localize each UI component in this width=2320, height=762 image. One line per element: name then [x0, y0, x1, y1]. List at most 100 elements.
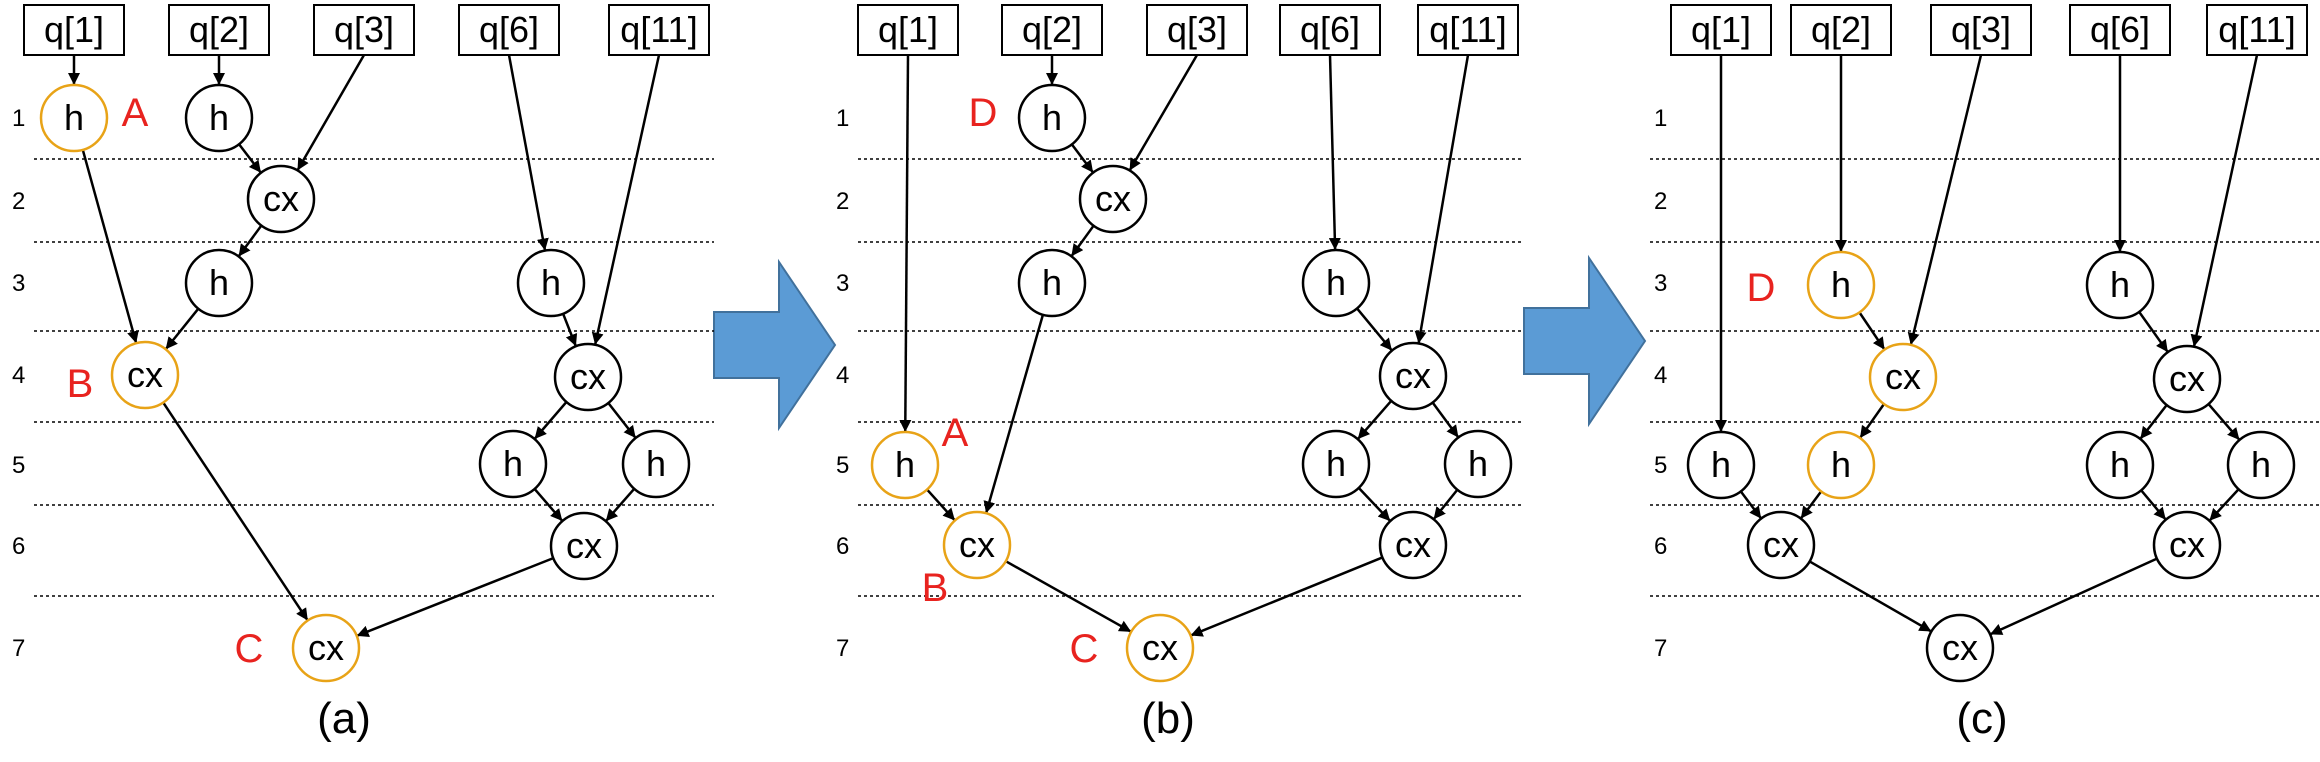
- row-number: 2: [12, 188, 25, 215]
- gate-circle: [1746, 510, 1816, 580]
- gate-node-cx: cx: [1868, 342, 1938, 412]
- marker-label-A: A: [122, 91, 149, 135]
- gate-node-cx: cx: [1378, 510, 1448, 580]
- gate-circle-highlighted: [870, 430, 940, 500]
- row-number: 3: [1654, 270, 1667, 297]
- qubit-label: q[2]: [1811, 9, 1871, 50]
- gate-circle: [2152, 344, 2222, 414]
- qubit-label: q[2]: [1022, 9, 1082, 50]
- qubit-box-frame: [1146, 4, 1248, 56]
- edge-n8-n9: [1357, 400, 1393, 440]
- edge-n1-n5: [81, 149, 139, 344]
- marker-label-B: B: [922, 566, 949, 610]
- gate-node-h: h: [1017, 248, 1087, 318]
- gate-node-cx: cx: [1078, 164, 1148, 234]
- gate-circle: [1925, 613, 1995, 683]
- qubit-label: q[11]: [2218, 9, 2295, 50]
- qubit-box-frame: [168, 4, 270, 56]
- row-number: 2: [836, 188, 849, 215]
- gate-node-h: h: [1017, 83, 1087, 153]
- gate-node-h: h: [1301, 248, 1371, 318]
- qubit-box-frame: [1930, 4, 2032, 56]
- gate-label: h: [503, 443, 523, 484]
- gate-label: h: [646, 443, 666, 484]
- gate-circle-highlighted: [942, 510, 1012, 580]
- gate-circle: [1378, 341, 1448, 411]
- qubit-box-frame: [1670, 4, 1772, 56]
- qubit-label: q[11]: [620, 9, 697, 50]
- panel-caption: (c): [1956, 694, 2007, 743]
- gate-node-h: h: [184, 248, 254, 318]
- gate-label: h: [1831, 264, 1851, 305]
- qubit-box-frame: [1790, 4, 1892, 56]
- edge-n3-n4: [238, 224, 263, 257]
- gate-label: h: [2110, 264, 2130, 305]
- edge-n5-n6: [162, 401, 309, 621]
- marker-label-D: D: [1747, 266, 1776, 310]
- qubit-label: q[6]: [1300, 9, 1360, 50]
- row-number: 7: [12, 635, 25, 662]
- gate-circle: [553, 342, 623, 412]
- gate-label: h: [1042, 97, 1062, 138]
- gate-node-h: h: [870, 430, 940, 500]
- gate-label: h: [64, 97, 84, 138]
- qubit-box-frame: [1417, 4, 1519, 56]
- gate-label: cx: [1395, 524, 1431, 565]
- row-number: 3: [12, 270, 25, 297]
- edge-n8-n9: [2139, 404, 2168, 439]
- gate-label: cx: [1395, 355, 1431, 396]
- qubit-box-q11: q[11]: [2206, 4, 2308, 56]
- gate-circle-highlighted: [1806, 430, 1876, 500]
- gate-label: cx: [1142, 627, 1178, 668]
- gate-circle: [1686, 430, 1756, 500]
- edge-n10-n11: [1433, 488, 1459, 520]
- edge-q11-n8: [1414, 54, 1470, 344]
- gate-node-h: h: [2085, 250, 2155, 320]
- edge-n3-n5: [1739, 490, 1762, 519]
- gate-circle-highlighted: [1868, 342, 1938, 412]
- row-number: 6: [1654, 533, 1667, 560]
- gate-label: h: [209, 97, 229, 138]
- gate-circle: [2085, 430, 2155, 500]
- qubit-label: q[3]: [1167, 9, 1227, 50]
- gate-circle: [2085, 250, 2155, 320]
- row-number: 4: [12, 362, 25, 389]
- row-number: 5: [836, 452, 849, 479]
- row-number: 5: [1654, 452, 1667, 479]
- gate-node-h: h: [2226, 430, 2296, 500]
- row-number: 5: [12, 452, 25, 479]
- edge-n9-n11: [2140, 489, 2167, 520]
- gate-circle-highlighted: [1806, 250, 1876, 320]
- qubit-box-q1: q[1]: [857, 4, 959, 56]
- gate-label: cx: [1885, 356, 1921, 397]
- gate-label: cx: [2169, 524, 2205, 565]
- gate-node-cx: cx: [2152, 510, 2222, 580]
- marker-label-C: C: [1070, 627, 1099, 671]
- gate-circle: [1301, 248, 1371, 318]
- gate-label: h: [1326, 443, 1346, 484]
- qubit-box-frame: [2206, 4, 2308, 56]
- row-number: 1: [836, 105, 849, 132]
- edge-n1-n2: [1858, 311, 1886, 350]
- row-number: 7: [1654, 635, 1667, 662]
- edge-q6-n7: [1328, 54, 1341, 251]
- gate-circle: [1378, 510, 1448, 580]
- gate-label: h: [2251, 444, 2271, 485]
- gate-node-h: h: [39, 83, 109, 153]
- gate-label: h: [541, 262, 561, 303]
- transition-arrow-b-to-c: [1523, 254, 1647, 428]
- gate-node-cx: cx: [1746, 510, 1816, 580]
- gate-node-cx: cx: [1925, 613, 1995, 683]
- gate-circle: [2226, 430, 2296, 500]
- gate-label: h: [1326, 262, 1346, 303]
- edge-n2-n3: [1070, 224, 1095, 257]
- edge-n10-n11: [2209, 488, 2240, 521]
- gate-label: cx: [959, 524, 995, 565]
- gate-circle: [1078, 164, 1148, 234]
- gate-node-h: h: [2085, 430, 2155, 500]
- gate-circle: [184, 248, 254, 318]
- gate-node-h: h: [478, 429, 548, 499]
- gate-circle: [2152, 510, 2222, 580]
- gate-node-h: h: [1301, 429, 1371, 499]
